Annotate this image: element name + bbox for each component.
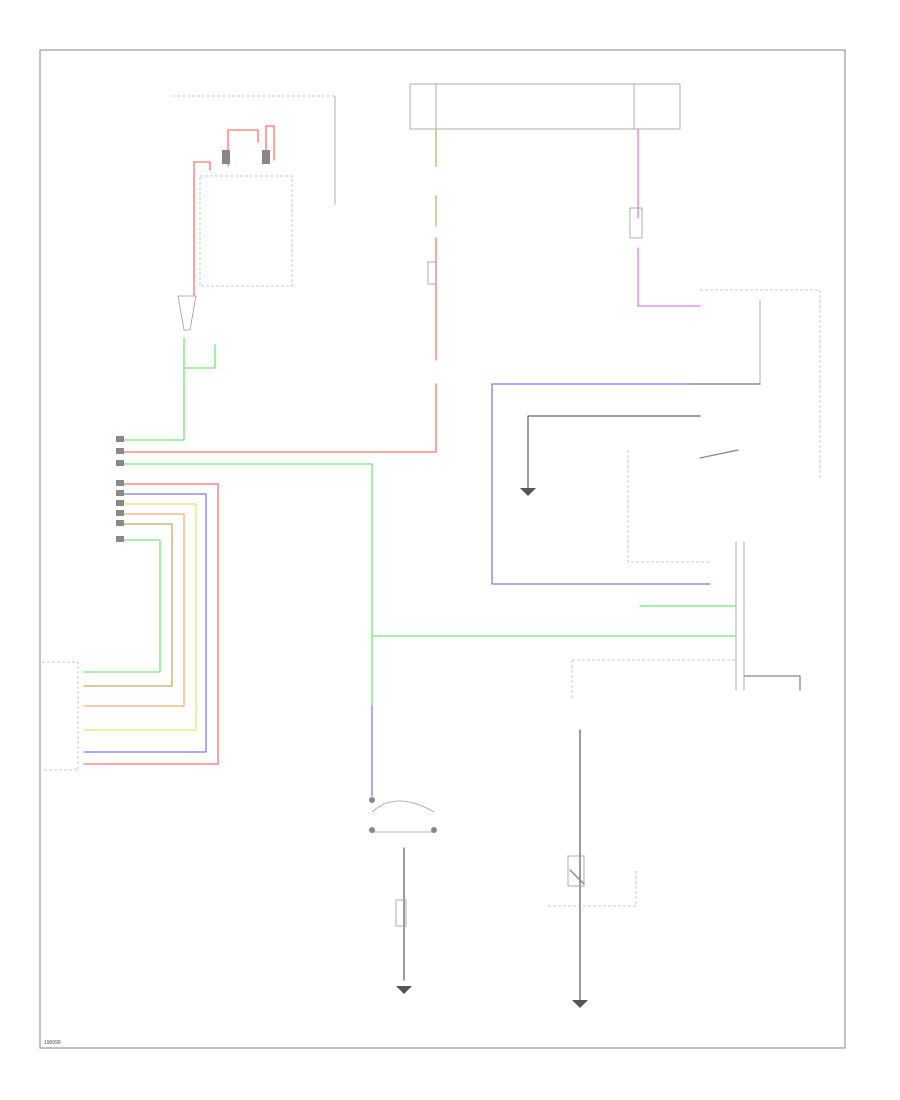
horn-relay-section — [119, 95, 336, 441]
green-wire-loop — [83, 539, 161, 673]
red-wire-relay — [193, 125, 275, 296]
ecm-connector-pins — [116, 436, 124, 542]
tan-wire-loop — [83, 523, 173, 687]
orange-wire-loop — [83, 513, 185, 707]
yellow-wire-loop — [83, 503, 197, 731]
diagram-code: 190099 — [44, 1040, 61, 1046]
transmission-switch-section — [369, 705, 437, 994]
left-sensor-section — [42, 436, 373, 771]
green-wire-main — [119, 463, 373, 707]
blue-wire-loop-left — [83, 493, 207, 753]
brake-switch-section — [548, 729, 637, 1008]
right-control-section — [371, 289, 821, 700]
diagram-frame — [39, 49, 846, 1049]
red-wire-loop — [83, 483, 219, 765]
blue-wire-loop — [491, 383, 711, 585]
magenta-wire-right — [637, 128, 701, 307]
red-wire-center-column — [119, 383, 437, 453]
green-wire-ground-link — [119, 337, 185, 441]
fuse-block — [119, 83, 701, 453]
gray-wire-ground — [527, 415, 701, 489]
